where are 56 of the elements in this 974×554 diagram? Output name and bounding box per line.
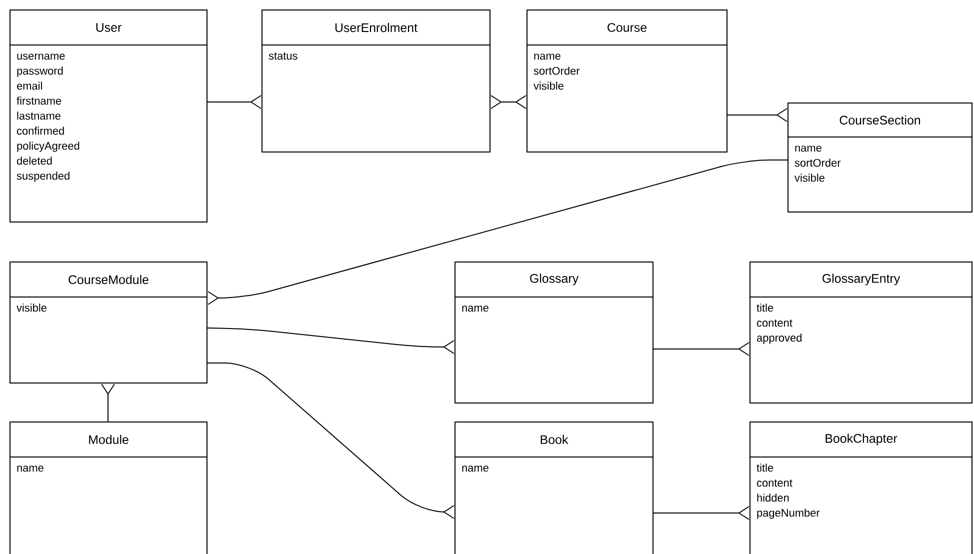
entity-name: User (96, 23, 122, 32)
attribute-name: status (268, 52, 298, 60)
attribute-name: policyAgreed (17, 142, 80, 152)
attribute-name: username (17, 54, 65, 60)
attribute-name: suspended (16, 172, 70, 182)
attribute-name: approved (756, 334, 802, 344)
entity-box (10, 10, 208, 222)
attribute-name: firstname (16, 96, 62, 105)
attribute-name: name (462, 466, 488, 472)
attribute-name: password (17, 66, 63, 77)
attribute-name: title (756, 304, 774, 312)
entity-name: Glossary (530, 274, 579, 286)
entity-name: CourseModule (68, 274, 148, 284)
attribute-name: name (17, 466, 44, 472)
attribute-name: deleted (16, 156, 52, 165)
entity-box (10, 421, 208, 554)
entity-name: Module (89, 434, 128, 444)
connector (208, 159, 788, 305)
attribute-name: sortOrder (534, 66, 580, 75)
entity-box (788, 102, 972, 212)
entity-box (454, 261, 654, 404)
entity-box (750, 261, 972, 404)
attribute-name: pageNumber (757, 508, 820, 519)
entity-box (10, 261, 208, 384)
connector (653, 342, 750, 356)
attribute-name: confirmed (16, 126, 64, 135)
entity-box (750, 421, 972, 554)
entity-name: Course (608, 23, 647, 32)
connector (727, 108, 788, 122)
attribute-name: title (756, 464, 774, 472)
attribute-name: name (462, 306, 488, 312)
attribute-name: visible (16, 304, 46, 312)
connector (207, 362, 454, 519)
attribute-name: email (16, 82, 42, 90)
connector (101, 384, 115, 422)
connector (207, 327, 454, 354)
attribute-name: lastname (17, 112, 60, 120)
entity-name: Book (540, 434, 568, 444)
entity-name: BookChapter (826, 434, 898, 446)
attribute-name: name (795, 146, 822, 152)
attribute-name: hidden (757, 494, 789, 502)
entity-name: UserEnrolment (335, 22, 418, 32)
connector (490, 94, 526, 109)
entity-box (526, 10, 728, 152)
entity-box (454, 421, 654, 554)
attribute-name: name (534, 54, 560, 60)
entity-box (262, 10, 490, 152)
attribute-name: visible (534, 82, 564, 90)
connector (653, 506, 750, 520)
entity-name: CourseSection (840, 115, 920, 125)
connector (207, 94, 262, 109)
attribute-name: visible (794, 174, 824, 182)
entity-name: GlossaryEntry (822, 274, 900, 286)
attribute-name: content (756, 320, 792, 327)
attribute-name: sortOrder (794, 158, 841, 167)
attribute-name: content (756, 480, 792, 487)
